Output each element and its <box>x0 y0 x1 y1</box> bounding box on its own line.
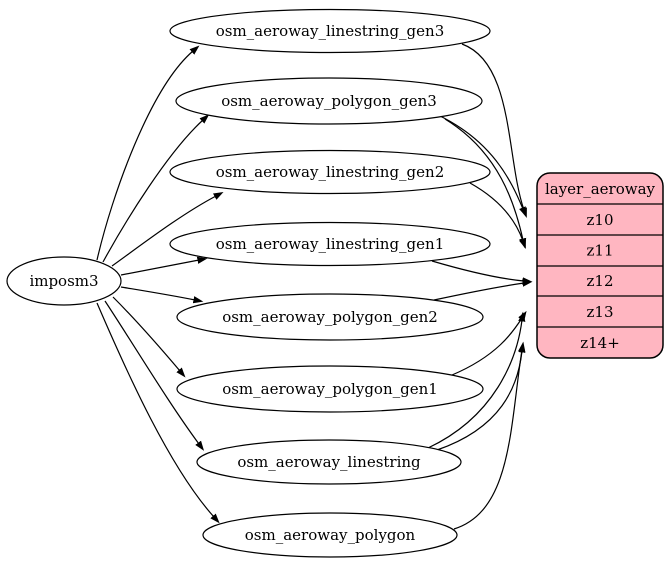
table-node-osm_aeroway_polygon: osm_aeroway_polygon <box>202 512 458 558</box>
layer-row-z10: z10 <box>587 211 614 229</box>
table-ellipse <box>176 293 484 341</box>
table-ellipse <box>169 8 491 54</box>
edge-osm_aeroway_polygon_gen1-z13 <box>451 310 527 376</box>
layer-row-z14: z14+ <box>580 334 620 352</box>
layer-row-z12: z12 <box>587 272 614 290</box>
table-ellipse <box>176 365 484 413</box>
table-label: osm_aeroway_polygon_gen1 <box>222 380 438 398</box>
source-ellipse <box>6 256 122 306</box>
table-label: osm_aeroway_polygon <box>245 526 416 544</box>
table-ellipse <box>196 439 462 485</box>
edge-imposm3-osm_aeroway_linestring_gen3 <box>96 45 200 261</box>
table-node-osm_aeroway_linestring: osm_aeroway_linestring <box>196 439 462 485</box>
layer-row-z11: z11 <box>587 242 614 260</box>
source-label: imposm3 <box>29 272 98 290</box>
table-node-osm_aeroway_polygon_gen3: osm_aeroway_polygon_gen3 <box>175 77 483 125</box>
edges-to-layer <box>427 43 533 530</box>
table-node-osm_aeroway_polygon_gen1: osm_aeroway_polygon_gen1 <box>176 365 484 413</box>
table-label: osm_aeroway_linestring_gen1 <box>216 235 445 253</box>
edge-imposm3-osm_aeroway_polygon_gen3 <box>102 114 210 263</box>
table-node-osm_aeroway_polygon_gen2: osm_aeroway_polygon_gen2 <box>176 293 484 341</box>
edge-imposm3-osm_aeroway_polygon_gen1 <box>112 296 186 378</box>
edge-osm_aeroway_linestring_gen1-z12 <box>431 260 533 285</box>
edge-imposm3-osm_aeroway_polygon <box>96 302 220 524</box>
table-label: osm_aeroway_polygon_gen2 <box>222 308 438 326</box>
table-label: osm_aeroway_linestring <box>237 453 421 471</box>
edge-osm_aeroway_linestring-z13 <box>427 311 526 449</box>
table-ellipse <box>202 512 458 558</box>
edge-imposm3-osm_aeroway_linestring <box>104 300 205 451</box>
edge-osm_aeroway_polygon_gen3-z11 <box>444 118 527 249</box>
layer-node-layer_aeroway: layer_aeroway z10 z11 z12 z13 z14+ <box>536 172 664 359</box>
table-ellipse <box>169 149 491 195</box>
edge-osm_aeroway_linestring_gen2-z11 <box>469 182 526 250</box>
table-label: osm_aeroway_linestring_gen3 <box>216 22 445 40</box>
edge-osm_aeroway_polygon-z14 <box>453 341 526 530</box>
source-node-imposm3: imposm3 <box>6 256 122 306</box>
table-node-osm_aeroway_linestring_gen2: osm_aeroway_linestring_gen2 <box>169 149 491 195</box>
table-label: osm_aeroway_linestring_gen2 <box>216 163 445 181</box>
edge-osm_aeroway_polygon_gen2-z12 <box>433 279 533 301</box>
edge-imposm3-osm_aeroway_linestring_gen1 <box>120 256 208 276</box>
edge-osm_aeroway_linestring_gen3-z10 <box>461 43 527 219</box>
table-label: osm_aeroway_polygon_gen3 <box>221 92 437 110</box>
layer-row-z13: z13 <box>587 303 614 321</box>
layer-title: layer_aeroway <box>545 180 656 198</box>
table-ellipse <box>169 221 491 267</box>
table-node-osm_aeroway_linestring_gen1: osm_aeroway_linestring_gen1 <box>169 221 491 267</box>
table-ellipse <box>175 77 483 125</box>
table-node-osm_aeroway_linestring_gen3: osm_aeroway_linestring_gen3 <box>169 8 491 54</box>
edge-imposm3-osm_aeroway_polygon_gen2 <box>120 286 204 304</box>
edges-from-source <box>96 45 224 524</box>
edge-osm_aeroway_polygon_gen3-z10 <box>437 114 527 217</box>
edge-imposm3-osm_aeroway_linestring_gen2 <box>111 192 224 267</box>
